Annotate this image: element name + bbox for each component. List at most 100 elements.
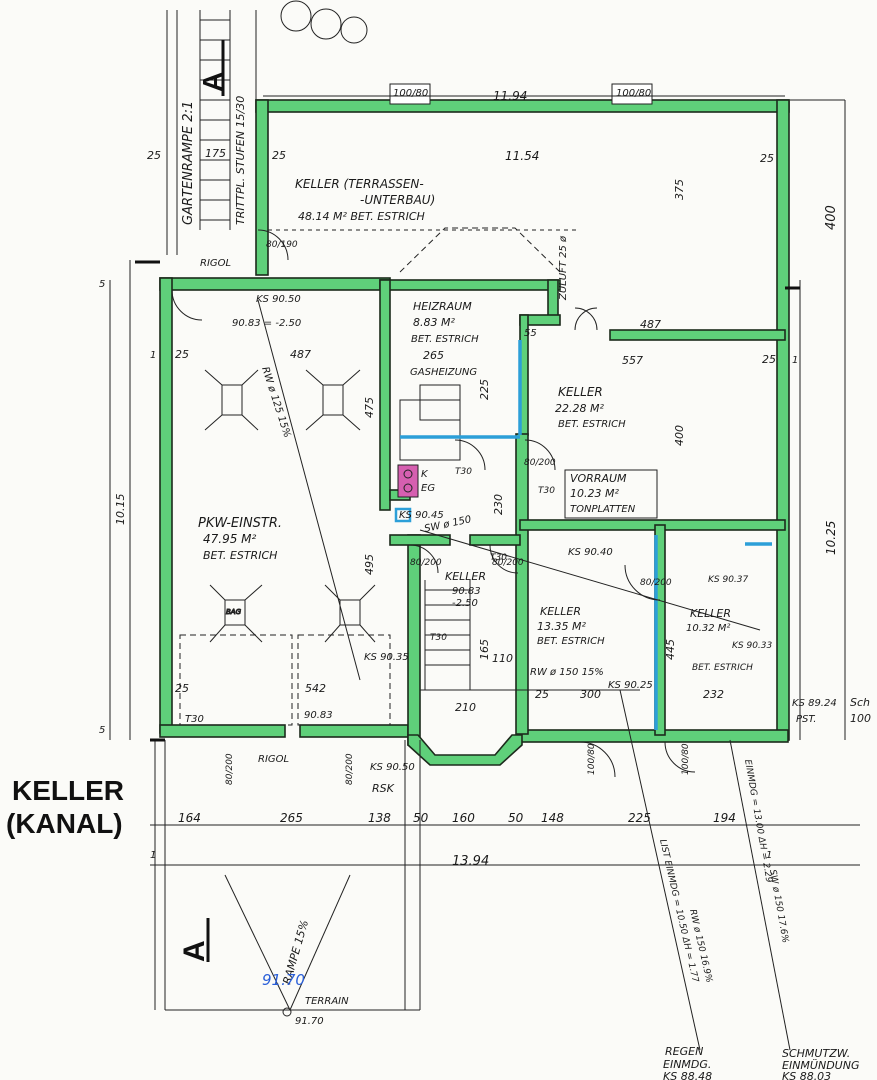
room-terrasse-name: KELLER (TERRASSEN- bbox=[295, 177, 424, 191]
schmutz-line1: SCHMUTZW. bbox=[782, 1047, 850, 1060]
dim-265: 265 bbox=[423, 349, 444, 362]
window-2: 100/80 bbox=[616, 88, 651, 99]
room-keller-s2-area: 10.32 M² bbox=[686, 623, 730, 634]
dim-55: 55 bbox=[524, 328, 537, 339]
dim-25-c: 25 bbox=[760, 152, 774, 165]
title-line1: KELLER bbox=[12, 775, 124, 806]
garage-fixtures: BAG bbox=[179, 369, 391, 726]
dim-400: 400 bbox=[824, 205, 839, 230]
ks-9037: KS 90.37 bbox=[708, 575, 749, 585]
regen-line1: REGEN bbox=[665, 1045, 703, 1058]
rsk-label: RSK bbox=[372, 782, 395, 795]
regen-line2: EINMDG. bbox=[663, 1058, 711, 1071]
room-keller-s1-area: 13.35 M² bbox=[537, 620, 586, 633]
dim-475: 475 bbox=[363, 397, 376, 418]
bottom-dim-1: 265 bbox=[280, 811, 303, 825]
dim-400b: 400 bbox=[673, 425, 686, 446]
walls-outer bbox=[159, 83, 790, 743]
walls-inner bbox=[379, 279, 786, 766]
window-1: 100/80 bbox=[393, 88, 428, 99]
dim-210: 210 bbox=[455, 701, 476, 714]
rigol-bottom-label: RIGOL bbox=[258, 754, 289, 765]
dim-1-b: 1 bbox=[792, 355, 798, 366]
dim-487-b: 487 bbox=[640, 318, 661, 331]
room-keller-s1-floor: BET. ESTRICH bbox=[537, 636, 605, 647]
terrain-label: TERRAIN bbox=[305, 996, 349, 1007]
room-vorraum-area: 10.23 M² bbox=[570, 487, 619, 500]
room-terrasse-name2: -UNTERBAU) bbox=[360, 193, 435, 207]
terrain-value: 91.70 bbox=[295, 1016, 324, 1027]
stairwell bbox=[424, 580, 471, 690]
room-keller-east-area: 22.28 M² bbox=[555, 402, 604, 415]
ks-9035: KS 90.35 bbox=[364, 652, 409, 663]
t30-c: T30 bbox=[538, 486, 555, 496]
dim-25-g: 25 bbox=[535, 688, 549, 701]
bottom-dim-0: 164 bbox=[178, 811, 201, 825]
ks-8924: KS 89.24 bbox=[792, 698, 837, 709]
ks-9040: KS 90.40 bbox=[568, 547, 613, 558]
bottom-dim-7: 225 bbox=[628, 811, 651, 825]
diag-note-3: SW ø 150 17.6% bbox=[767, 869, 790, 944]
chimney: K EG bbox=[397, 464, 435, 498]
dim-top-total: 11.94 bbox=[493, 89, 527, 103]
dim-1015: 10.15 bbox=[114, 494, 127, 526]
bottom-dim-3: 50 bbox=[413, 811, 429, 825]
chimney-k-label: K bbox=[421, 469, 429, 480]
room-keller-s2-name: KELLER bbox=[690, 607, 731, 620]
level-9083: 90.83 = -2.50 bbox=[232, 318, 301, 329]
dim-175: 175 bbox=[205, 147, 226, 160]
room-pkw-name: PKW-EINSTR. bbox=[198, 516, 282, 531]
schmutz-line3: KS 88.03 bbox=[782, 1070, 831, 1080]
door-f: 80/200 bbox=[345, 753, 355, 785]
rw150-label: RW ø 150 15% bbox=[530, 667, 604, 678]
terrain-blue-value: 91.70 bbox=[262, 971, 305, 989]
dim-1-d: 1 bbox=[766, 850, 772, 861]
svg-text:BAG: BAG bbox=[226, 608, 242, 616]
window-4: 100/80 bbox=[681, 743, 691, 775]
room-heizraum-area: 8.83 M² bbox=[413, 316, 455, 329]
dim-542: 542 bbox=[305, 682, 326, 695]
dim-165: 165 bbox=[478, 639, 491, 660]
dim-25-a: 25 bbox=[147, 149, 161, 162]
door-a: 80/200 bbox=[410, 558, 442, 568]
room-keller-mid-rel: -2.50 bbox=[452, 598, 478, 609]
window-3: 100/80 bbox=[587, 743, 597, 775]
room-keller-mid-name: KELLER bbox=[445, 570, 486, 583]
room-keller-s1-name: KELLER bbox=[540, 605, 581, 618]
room-keller-east-name: KELLER bbox=[558, 385, 603, 399]
room-vorraum-name: VORRAUM bbox=[570, 472, 627, 485]
ks-9033: KS 90.33 bbox=[732, 641, 773, 651]
t30-a: T30 bbox=[185, 714, 204, 725]
bottom-dim-8: 194 bbox=[713, 811, 736, 825]
door-b: 80/200 bbox=[492, 558, 524, 568]
schmutz-line2: EINMÜNDUNG bbox=[782, 1059, 859, 1072]
ks-9050: KS 90.50 bbox=[256, 294, 301, 305]
bottom-total: 13.94 bbox=[452, 854, 489, 869]
dim-25-b: 25 bbox=[272, 149, 286, 162]
dim-25-d: 25 bbox=[175, 348, 189, 361]
chimney-eg-label: EG bbox=[421, 483, 435, 494]
dim-5-a: 5 bbox=[99, 279, 105, 290]
dim-557: 557 bbox=[622, 354, 643, 367]
dim-5-b: 5 bbox=[99, 725, 105, 736]
section-mark-top: A bbox=[197, 72, 228, 92]
t30-e: T30 bbox=[430, 633, 447, 643]
bottom-dim-4: 160 bbox=[452, 811, 475, 825]
dim-1-a: 1 bbox=[150, 350, 156, 361]
door-c: 80/200 bbox=[524, 458, 556, 468]
bottom-dim-6: 148 bbox=[541, 811, 564, 825]
dim-487-a: 487 bbox=[290, 348, 311, 361]
dim-232: 232 bbox=[703, 688, 724, 701]
ks-9050b: KS 90.50 bbox=[370, 762, 415, 773]
gartenrampe-label: GARTENRAMPE 2:1 bbox=[181, 101, 196, 225]
room-keller-east-floor: BET. ESTRICH bbox=[558, 419, 626, 430]
dim-300: 300 bbox=[580, 688, 601, 701]
garden-stair: GARTENRAMPE 2:1 TRITTPL. STUFEN 15/30 A bbox=[166, 0, 368, 255]
dim-375: 375 bbox=[673, 179, 686, 200]
t30-d: T30 bbox=[490, 553, 507, 563]
bottom-dim-2: 138 bbox=[368, 811, 391, 825]
dim-230: 230 bbox=[492, 494, 505, 515]
room-heizraum-name: HEIZRAUM bbox=[413, 300, 472, 313]
doors bbox=[171, 229, 696, 778]
